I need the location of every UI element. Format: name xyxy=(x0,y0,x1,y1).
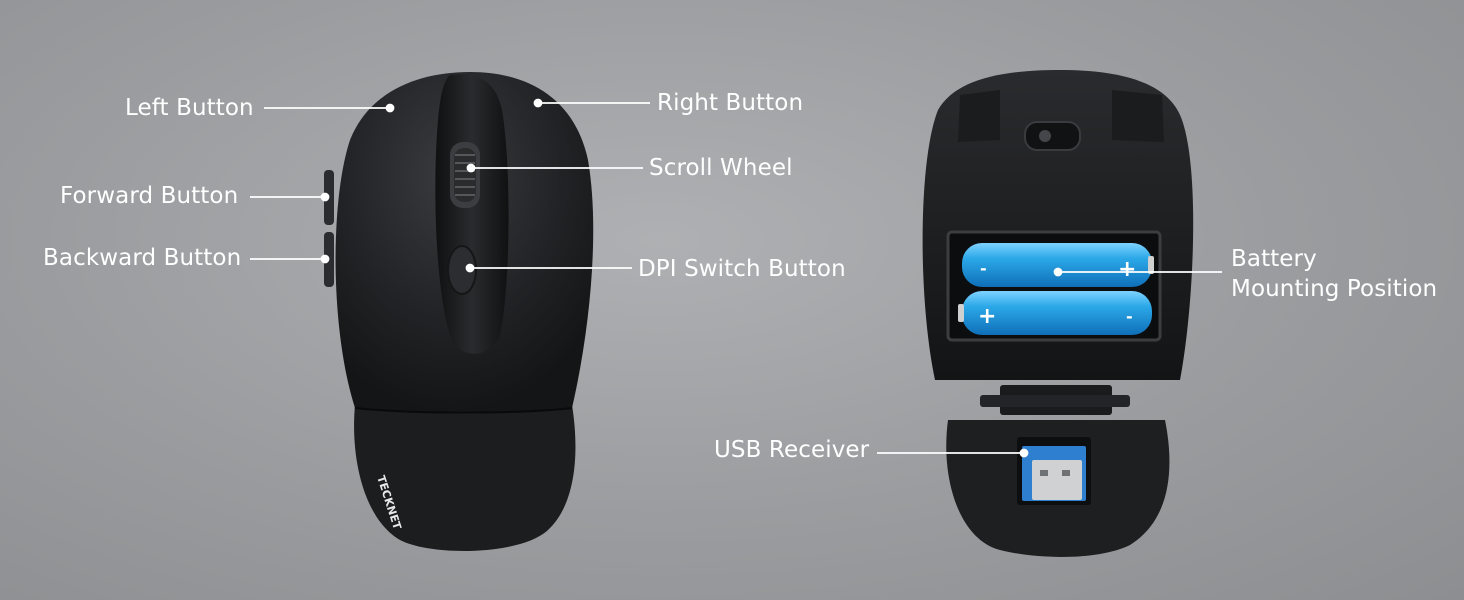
label-battery-line1: Battery xyxy=(1231,246,1317,272)
foot-pad-left xyxy=(958,90,1000,142)
label-left-button: Left Button xyxy=(125,95,254,121)
label-battery-line2: Mounting Position xyxy=(1231,276,1438,302)
scroll-wheel xyxy=(450,142,480,208)
battery-bottom-minus: - xyxy=(1126,307,1133,326)
mouse-bottom-view: - + + - xyxy=(922,70,1194,557)
mouse-palm-shell xyxy=(354,405,576,551)
usb-receiver xyxy=(1017,437,1091,505)
label-forward-button: Forward Button xyxy=(60,183,239,209)
foot-pad-right xyxy=(1112,90,1164,142)
label-right-button: Right Button xyxy=(657,90,804,116)
optical-sensor xyxy=(1024,121,1081,151)
callout-lines xyxy=(250,98,1222,458)
battery-bottom-plus: + xyxy=(978,304,996,329)
sensor-lens xyxy=(1039,130,1051,142)
label-scroll-wheel: Scroll Wheel xyxy=(649,155,793,181)
mouse-top-view: TECKNET xyxy=(324,72,594,551)
battery-top: - + xyxy=(962,243,1154,287)
mouse-center-strip xyxy=(435,74,509,354)
label-dpi-switch-button: DPI Switch Button xyxy=(638,256,846,282)
battery-bottom: + - xyxy=(958,291,1152,335)
battery-top-plus: + xyxy=(1118,257,1136,282)
battery-top-minus: - xyxy=(980,259,987,278)
dpi-switch-button xyxy=(447,245,477,295)
label-usb-receiver: USB Receiver xyxy=(714,437,870,463)
mouse-seam xyxy=(354,407,573,414)
label-backward-button: Backward Button xyxy=(43,245,242,271)
